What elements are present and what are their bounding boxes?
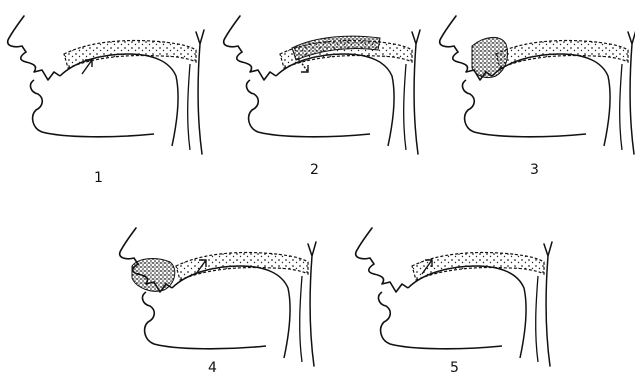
panel-label: 1 <box>94 170 103 186</box>
panel-4: 4 <box>120 228 316 376</box>
panel-1: 1 <box>8 16 204 186</box>
panel-label: 5 <box>450 360 459 376</box>
panel-label: 3 <box>530 162 539 178</box>
panel-5: 5 <box>356 228 552 376</box>
panel-3: 3 <box>440 16 635 178</box>
lips-teeth-highlight <box>132 259 175 292</box>
panel-2: 2 <box>224 16 420 178</box>
alveolar-highlight <box>472 37 508 77</box>
panel-label: 2 <box>310 162 319 178</box>
panel-label: 4 <box>208 360 217 376</box>
